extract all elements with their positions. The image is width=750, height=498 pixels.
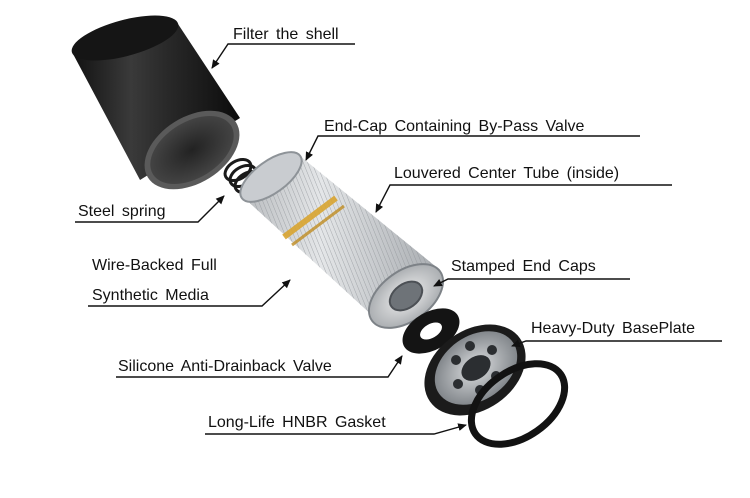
anti-drainback-valve xyxy=(402,308,460,354)
label-steel-spring: Steel spring xyxy=(78,203,166,220)
leader-endcap-valve xyxy=(305,135,640,161)
leader-drainback xyxy=(116,355,403,378)
leader-center-tube xyxy=(375,184,672,213)
leader-lines xyxy=(75,43,722,435)
label-media-line1: Wire-Backed Full xyxy=(92,257,217,274)
leader-media xyxy=(88,279,291,307)
label-anti-drainback-valve: Silicone Anti-Drainback Valve xyxy=(118,358,332,375)
leader-shell xyxy=(211,43,355,69)
base-plate xyxy=(424,324,526,416)
label-endcap-bypass-valve: End-Cap Containing By-Pass Valve xyxy=(324,118,585,135)
leader-spring xyxy=(75,195,225,223)
label-center-tube: Louvered Center Tube (inside) xyxy=(394,165,620,182)
label-media-line2: Synthetic Media xyxy=(92,287,209,304)
label-hnbr-gasket: Long-Life HNBR Gasket xyxy=(208,414,386,431)
leader-gasket xyxy=(205,423,467,435)
leader-baseplate xyxy=(511,339,722,348)
label-heavy-duty-baseplate: Heavy-Duty BasePlate xyxy=(531,320,695,337)
label-filter-shell: Filter the shell xyxy=(233,26,339,43)
leader-end-caps xyxy=(433,278,630,287)
filter-shell xyxy=(71,15,240,190)
filter-element xyxy=(239,151,445,329)
label-stamped-end-caps: Stamped End Caps xyxy=(451,258,596,275)
hnbr-gasket xyxy=(467,360,569,448)
